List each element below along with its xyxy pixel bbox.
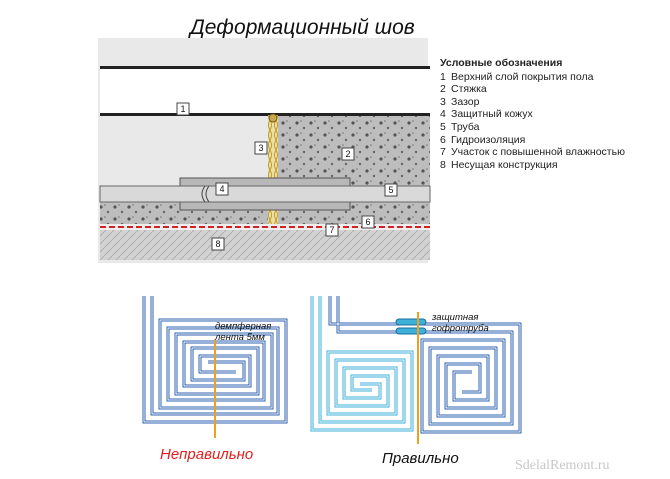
callout-3: 3 [258,143,263,153]
load-bearing-base [100,230,430,260]
protective-corrugated-sleeve [395,318,427,326]
callout-7: 7 [329,225,334,235]
callout-2: 2 [345,149,350,159]
corrugated-sleeve-label: защитная гофротруба [432,312,489,334]
watermark: SdelalRemont.ru [515,458,610,473]
diagram-title: Деформационный шов [190,16,415,39]
callout-4: 4 [219,184,224,194]
protective-corrugated-sleeve [395,327,427,335]
joint-gap [268,115,278,225]
caption-correct: Правильно [382,450,459,467]
legend-title: Условные обозначения [440,57,563,69]
callout-1: 1 [180,104,185,114]
callout-6: 6 [365,217,370,227]
caption-incorrect: Неправильно [160,446,254,463]
heating-pipe [99,185,431,203]
callout-5: 5 [388,185,393,195]
floor-top-layer [100,66,430,115]
damper-tape-label: демпферная лента 5мм [215,321,272,343]
callout-8: 8 [215,239,220,249]
